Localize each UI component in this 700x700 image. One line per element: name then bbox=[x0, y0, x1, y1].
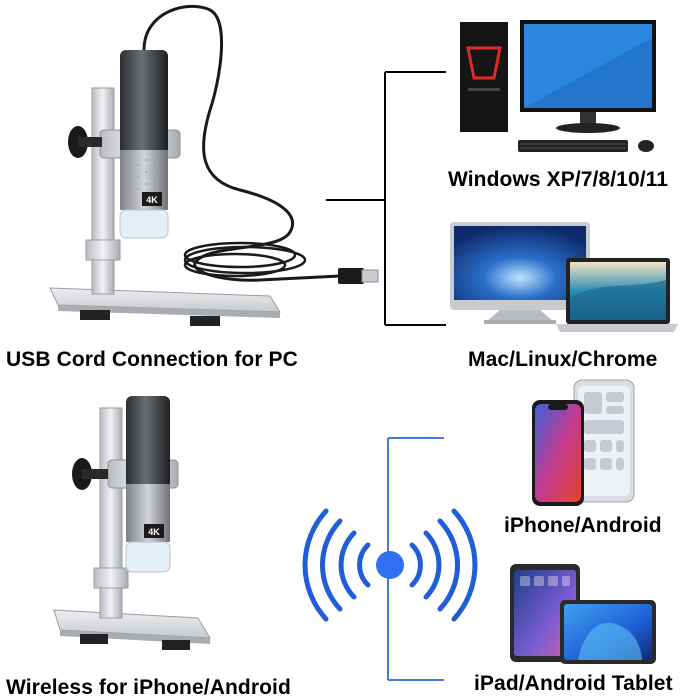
usb-microscope-image: 4K bbox=[49, 4, 379, 326]
mac-label: Mac/Linux/Chrome bbox=[468, 348, 658, 371]
wireless-microscope-badge: 4K bbox=[148, 527, 160, 537]
ipad-label: iPad/Android Tablet bbox=[474, 672, 673, 695]
wireless-microscope-image: 4K bbox=[53, 396, 211, 650]
windows-pc-image bbox=[460, 20, 656, 152]
mac-devices-image bbox=[450, 222, 678, 332]
wireless-caption: Wireless for iPhone/Android bbox=[6, 676, 291, 699]
windows-label: Windows XP/7/8/10/11 bbox=[448, 168, 669, 191]
iphone-label: iPhone/Android bbox=[504, 514, 662, 537]
microscope-badge: 4K bbox=[146, 195, 158, 205]
phones-image bbox=[532, 379, 635, 506]
tablets-image bbox=[510, 564, 656, 664]
wifi-signal-icon bbox=[302, 508, 478, 622]
usb-caption: USB Cord Connection for PC bbox=[6, 348, 298, 371]
